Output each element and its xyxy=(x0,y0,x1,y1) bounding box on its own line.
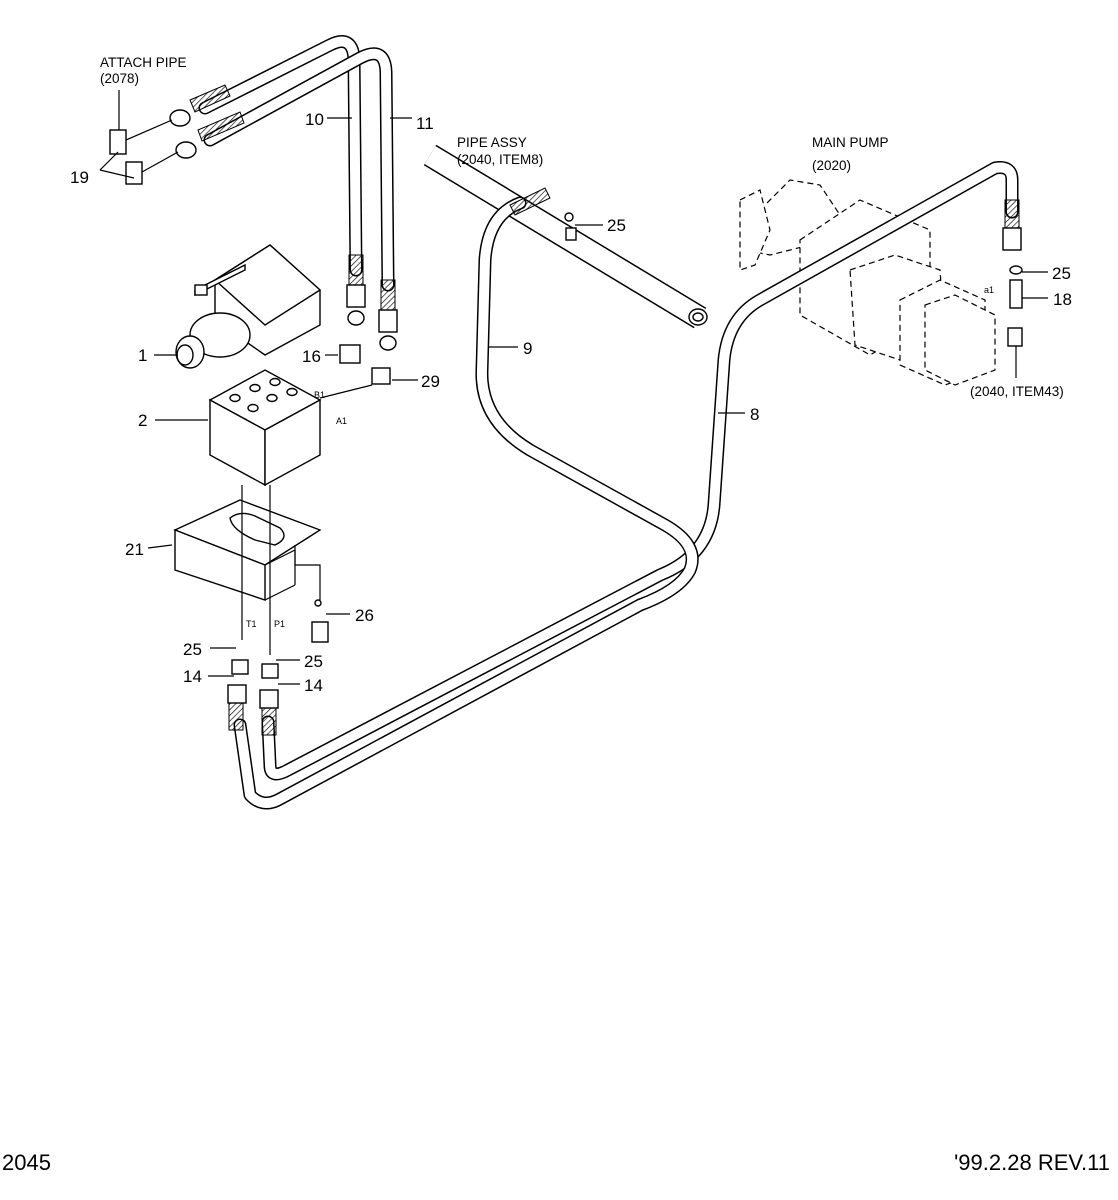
item-11: 11 xyxy=(416,114,434,133)
leader-lines xyxy=(99,90,1048,685)
callout-main-pump: MAIN PUMP (2020) xyxy=(812,135,889,173)
item-1: 1 xyxy=(138,346,147,365)
item-25-pipe: 25 xyxy=(607,216,626,235)
item-18: 18 xyxy=(1053,290,1072,309)
revision-stamp: '99.2.28 REV.11 xyxy=(954,1150,1110,1175)
pipe-assy-ref: (2040, ITEM8) xyxy=(457,152,543,167)
hose-fittings xyxy=(189,84,1022,736)
item-10: 10 xyxy=(305,110,324,129)
attach-pipe-fittings xyxy=(109,109,197,185)
item-numbers: 1 2 8 9 10 11 14 14 16 18 19 21 25 25 25… xyxy=(70,110,1072,695)
port-t1: T1 xyxy=(246,619,257,629)
pipe-9 xyxy=(233,196,699,810)
item-2: 2 xyxy=(138,411,147,430)
pipe-assy-title: PIPE ASSY xyxy=(457,135,527,150)
item-25-pump: 25 xyxy=(1052,264,1071,283)
item-25-p1: 25 xyxy=(304,652,323,671)
attach-pipe-title: ATTACH PIPE xyxy=(100,55,187,70)
solenoid-valve xyxy=(175,244,322,369)
small-fittings xyxy=(231,265,1023,679)
item-14-right: 14 xyxy=(304,676,323,695)
item-25-t1: 25 xyxy=(183,640,202,659)
main-pump-title: MAIN PUMP xyxy=(812,135,889,150)
port-a1: A1 xyxy=(336,416,347,426)
pipe-8 xyxy=(261,161,1019,781)
item-21: 21 xyxy=(125,540,144,559)
port-a1-pump: a1 xyxy=(984,285,994,295)
item-26: 26 xyxy=(355,606,374,625)
item-29: 29 xyxy=(421,372,440,391)
port-p1: P1 xyxy=(274,619,285,629)
callout-attach-pipe: ATTACH PIPE (2078) xyxy=(100,55,187,86)
port-b1: B1 xyxy=(314,390,325,400)
pipe-assy-body xyxy=(423,144,708,329)
item-14-left: 14 xyxy=(183,667,202,686)
main-pump-ref: (2020) xyxy=(812,158,851,173)
pipe-11 xyxy=(203,47,395,292)
item-16: 16 xyxy=(302,347,321,366)
bracket xyxy=(173,499,322,601)
page-code: 2045 xyxy=(2,1150,51,1175)
item-8: 8 xyxy=(750,405,759,424)
callout-pipe-assy: PIPE ASSY (2040, ITEM8) xyxy=(457,135,543,167)
valve-block xyxy=(208,369,322,487)
pump-ref-label: (2040, ITEM43) xyxy=(970,384,1064,399)
item-19: 19 xyxy=(70,168,89,187)
main-pump xyxy=(739,179,996,386)
attach-pipe-ref: (2078) xyxy=(100,71,139,86)
item-9: 9 xyxy=(523,339,532,358)
